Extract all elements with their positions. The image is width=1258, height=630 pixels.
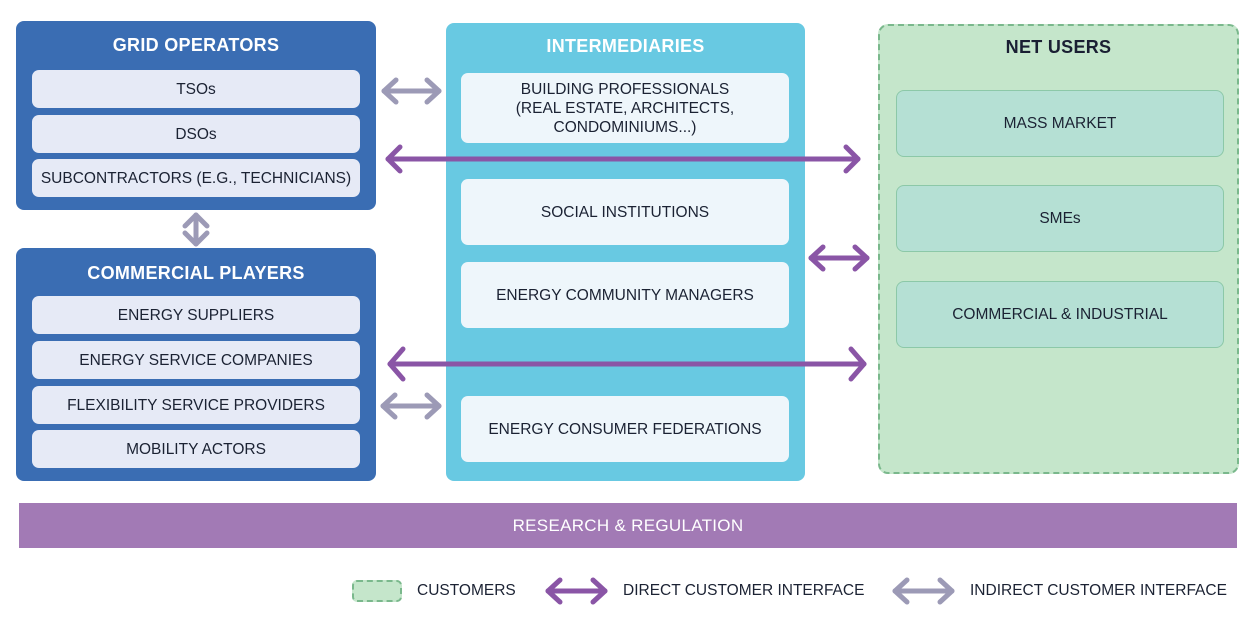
legend-indirect-label: INDIRECT CUSTOMER INTERFACE — [970, 582, 1227, 599]
legend-customers-swatch — [352, 580, 402, 602]
intermediaries-item-community-managers: ENERGY COMMUNITY MANAGERS — [461, 262, 789, 328]
intermediaries-panel: INTERMEDIARIES BUILDING PROFESSIONALS (R… — [446, 23, 805, 481]
grid-item-dsos: DSOs — [32, 115, 360, 153]
grid-item-tsos: TSOs — [32, 70, 360, 108]
commercial-item-energy-suppliers: ENERGY SUPPLIERS — [32, 296, 360, 334]
grid-operators-panel: GRID OPERATORS TSOs DSOs SUBCONTRACTORS … — [16, 21, 376, 210]
indirect-arrow-commercial-intermediaries — [380, 392, 442, 420]
commercial-players-panel: COMMERCIAL PLAYERS ENERGY SUPPLIERS ENER… — [16, 248, 376, 481]
net-users-item-mass-market: MASS MARKET — [896, 90, 1224, 157]
legend-customers-label: CUSTOMERS — [417, 582, 516, 599]
legend-direct-arrow-icon — [545, 577, 608, 605]
indirect-arrow-grid-commercial — [182, 212, 210, 247]
intermediaries-item-social-institutions: SOCIAL INSTITUTIONS — [461, 179, 789, 245]
intermediaries-item-consumer-federations: ENERGY CONSUMER FEDERATIONS — [461, 396, 789, 462]
direct-arrow-intermediaries-netusers — [808, 244, 870, 272]
net-users-item-smes: SMEs — [896, 185, 1224, 252]
net-users-title: NET USERS — [1005, 37, 1112, 57]
commercial-item-escos: ENERGY SERVICE COMPANIES — [32, 341, 360, 379]
grid-operators-title: GRID OPERATORS — [112, 35, 280, 55]
commercial-item-mobility-actors: MOBILITY ACTORS — [32, 430, 360, 468]
intermediaries-title: INTERMEDIARIES — [546, 36, 705, 56]
legend-indirect-arrow-icon — [892, 577, 955, 605]
indirect-arrow-grid-intermediaries — [381, 77, 442, 105]
net-users-panel: NET USERS MASS MARKET SMEs COMMERCIAL & … — [878, 24, 1239, 474]
research-regulation-bar: RESEARCH & REGULATION — [19, 503, 1237, 548]
grid-item-subcontractors: SUBCONTRACTORS (E.G., TECHNICIANS) — [32, 159, 360, 197]
legend-direct-label: DIRECT CUSTOMER INTERFACE — [623, 582, 865, 599]
net-users-item-commercial-industrial: COMMERCIAL & INDUSTRIAL — [896, 281, 1224, 348]
commercial-players-title: COMMERCIAL PLAYERS — [87, 263, 305, 283]
intermediaries-item-building-professionals: BUILDING PROFESSIONALS (REAL ESTATE, ARC… — [461, 73, 789, 143]
commercial-item-flexibility-providers: FLEXIBILITY SERVICE PROVIDERS — [32, 386, 360, 424]
